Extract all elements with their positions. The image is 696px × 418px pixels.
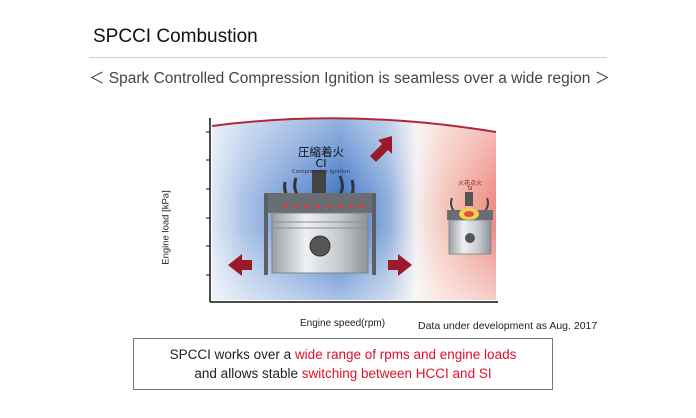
arrow-up-right [370,136,392,162]
svg-text:✦: ✦ [292,202,300,213]
summary-note-box: SPCCI works over a wide range of rpms an… [133,338,553,390]
y-axis-ticks [206,131,210,276]
svg-text:✦: ✦ [303,202,311,213]
ci-engine-illustration: ✦✦✦ ✦✦✦ ✦✦ [264,170,376,275]
svg-text:✦: ✦ [325,202,333,213]
summary-line-2-highlight: switching between HCCI and SI [301,366,492,381]
ci-label-en: CI [315,157,327,170]
si-engine-illustration [447,192,493,255]
slide-title: SPCCI Combustion [93,26,258,47]
si-label-en: SI [467,186,473,192]
summary-line-2-text: and allows stable [194,366,302,381]
arrow-left [228,254,252,276]
summary-line-1: SPCCI works over a wide range of rpms an… [134,345,552,364]
si-label-jp: 火花点火 [457,180,482,187]
svg-text:✦: ✦ [314,202,322,213]
svg-text:✦: ✦ [347,202,355,213]
ci-spark-points: ✦✦✦ ✦✦✦ ✦✦ [281,202,365,213]
slide-subtitle: ＜ Spark Controlled Compression Ignition … [89,70,611,87]
arrow-right [388,254,412,276]
summary-line-1-highlight: wide range of rpms and engine loads [294,347,517,362]
y-axis-label: Engine load [kPa] [160,190,172,265]
max-load-curve [211,117,497,133]
svg-text:✦: ✦ [357,202,365,213]
svg-text:✦: ✦ [336,202,344,213]
ci-label-sub: Compression ignition [291,169,350,175]
svg-text:✦: ✦ [281,202,289,213]
summary-line-1-text: SPCCI works over a [169,347,295,362]
summary-line-2: and allows stable switching between HCCI… [134,364,552,383]
x-axis-label: Engine speed(rpm) [300,318,386,329]
ci-label-jp: 圧縮着火 [298,145,344,159]
data-note: Data under development as Aug. 2017 [418,320,598,332]
title-divider [89,57,607,58]
